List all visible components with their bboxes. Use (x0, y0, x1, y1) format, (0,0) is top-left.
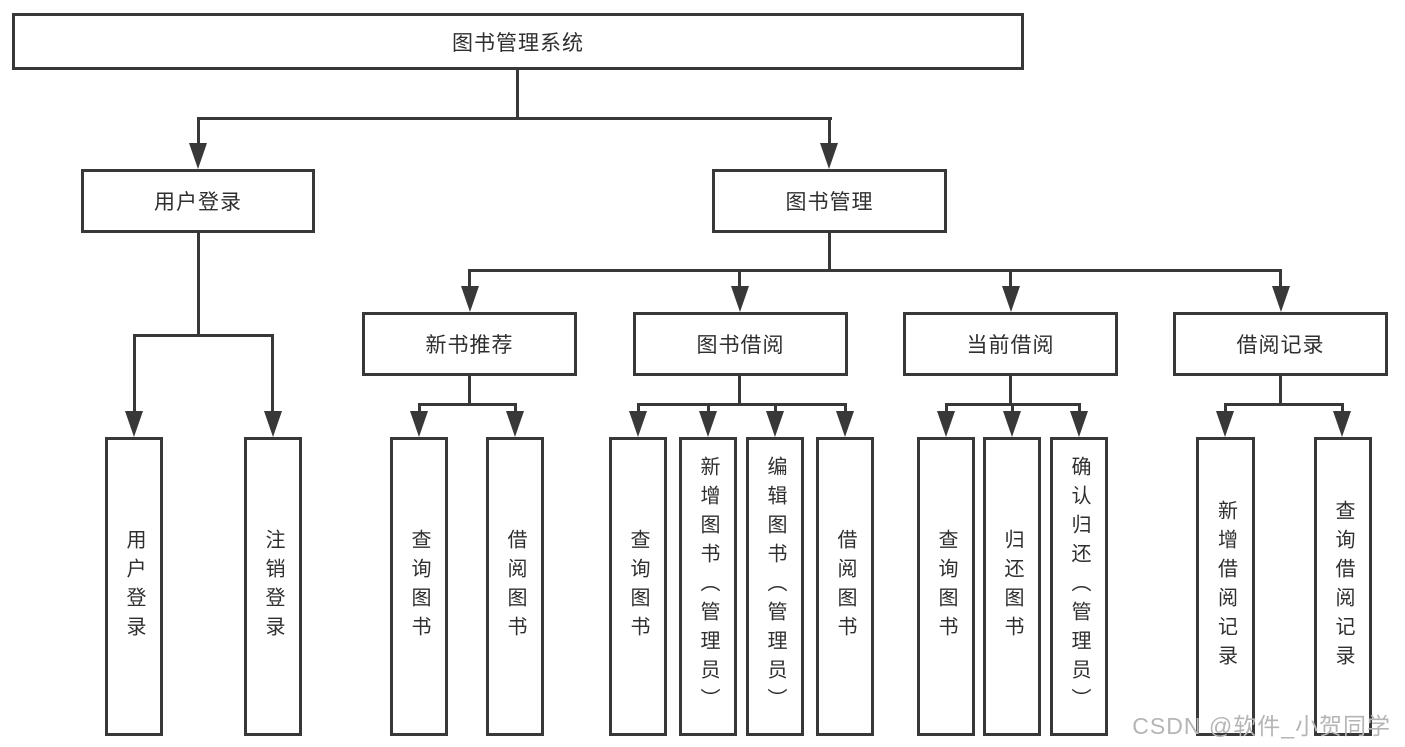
node-book-management: 图书管理 (712, 169, 947, 233)
leaf-add-books-admin: 新增图书（管理员） (679, 437, 737, 736)
leaf-borrow-books-2-label: 借阅图书 (834, 528, 856, 645)
connector-line (1009, 269, 1012, 289)
connector-line (637, 403, 640, 417)
connector-line (516, 70, 519, 120)
leaf-borrow-books-2: 借阅图书 (816, 437, 874, 736)
connector-line (828, 233, 831, 272)
leaf-query-books-1: 查询图书 (390, 437, 448, 736)
leaf-borrow-books-1: 借阅图书 (486, 437, 544, 736)
arrowhead-down-icon (836, 411, 854, 437)
leaf-query-borrow-record-label: 查询借阅记录 (1332, 499, 1354, 674)
node-new-book-recommend-label: 新书推荐 (425, 334, 514, 357)
leaf-query-borrow-record: 查询借阅记录 (1314, 437, 1372, 736)
node-new-book-recommend: 新书推荐 (362, 312, 577, 376)
leaf-user-login-label: 用户登录 (123, 528, 145, 645)
arrowhead-down-icon (937, 411, 955, 437)
arrowhead-down-icon (731, 286, 749, 312)
leaf-add-borrow-record: 新增借阅记录 (1196, 437, 1255, 736)
connector-line (468, 376, 471, 406)
leaf-edit-books-admin: 编辑图书（管理员） (746, 437, 804, 736)
root-node-label: 图书管理系统 (452, 31, 584, 55)
connector-line (774, 403, 777, 417)
leaf-return-books: 归还图书 (983, 437, 1041, 736)
arrowhead-down-icon (264, 411, 282, 437)
node-user-login: 用户登录 (81, 169, 315, 233)
connector-line (707, 403, 710, 417)
leaf-query-books-2-label: 查询图书 (627, 528, 649, 645)
node-borrow-records-label: 借阅记录 (1236, 334, 1325, 357)
leaf-query-books-1-label: 查询图书 (408, 528, 430, 645)
connector-line (1224, 403, 1227, 417)
leaf-query-books-2: 查询图书 (609, 437, 667, 736)
leaf-edit-books-admin-label: 编辑图书（管理员） (764, 456, 786, 717)
csdn-watermark: CSDN @软件_小贺同学 (1132, 713, 1391, 739)
leaf-confirm-return-admin-label: 确认归还（管理员） (1068, 456, 1090, 717)
node-current-borrowing: 当前借阅 (903, 312, 1118, 376)
node-user-login-label: 用户登录 (154, 191, 242, 214)
connector-line (1224, 403, 1344, 406)
connector-line (738, 376, 741, 406)
connector-line (197, 233, 200, 337)
connector-line (828, 117, 831, 147)
leaf-add-books-admin-label: 新增图书（管理员） (697, 456, 719, 717)
connector-line (738, 269, 741, 289)
arrowhead-down-icon (699, 411, 717, 437)
leaf-logout: 注销登录 (244, 437, 302, 736)
arrowhead-down-icon (189, 143, 207, 169)
connector-line (1011, 403, 1014, 417)
arrowhead-down-icon (1070, 411, 1088, 437)
connector-line (1009, 376, 1012, 406)
arrowhead-down-icon (820, 143, 838, 169)
arrowhead-down-icon (506, 411, 524, 437)
arrowhead-down-icon (1216, 411, 1234, 437)
connector-line (844, 403, 847, 417)
node-borrow-records: 借阅记录 (1173, 312, 1388, 376)
connector-line (271, 334, 274, 414)
connector-line (637, 403, 847, 406)
node-book-borrowing: 图书借阅 (633, 312, 848, 376)
arrowhead-down-icon (1272, 286, 1290, 312)
connector-line (133, 334, 136, 414)
leaf-confirm-return-admin: 确认归还（管理员） (1050, 437, 1108, 736)
connector-line (1078, 403, 1081, 417)
leaf-logout-label: 注销登录 (262, 528, 284, 645)
connector-line (418, 403, 517, 406)
leaf-user-login: 用户登录 (105, 437, 163, 736)
connector-line (468, 269, 471, 289)
arrowhead-down-icon (1003, 411, 1021, 437)
connector-line (1341, 403, 1344, 417)
arrowhead-down-icon (461, 286, 479, 312)
root-node: 图书管理系统 (12, 13, 1024, 70)
node-book-management-label: 图书管理 (785, 191, 874, 214)
arrowhead-down-icon (125, 411, 143, 437)
connector-line (468, 269, 1282, 272)
node-current-borrowing-label: 当前借阅 (966, 334, 1055, 357)
connector-line (418, 403, 421, 417)
connector-line (1279, 269, 1282, 289)
arrowhead-down-icon (410, 411, 428, 437)
arrowhead-down-icon (629, 411, 647, 437)
node-book-borrowing-label: 图书借阅 (696, 334, 785, 357)
connector-line (197, 117, 200, 147)
leaf-query-books-3-label: 查询图书 (935, 528, 957, 645)
connector-line (514, 403, 517, 417)
connector-line (197, 117, 832, 120)
connector-line (945, 403, 948, 417)
leaf-borrow-books-1-label: 借阅图书 (504, 528, 526, 645)
leaf-return-books-label: 归还图书 (1001, 528, 1023, 645)
arrowhead-down-icon (1333, 411, 1351, 437)
leaf-query-books-3: 查询图书 (917, 437, 975, 736)
arrowhead-down-icon (1002, 286, 1020, 312)
leaf-add-borrow-record-label: 新增借阅记录 (1214, 499, 1237, 674)
connector-line (133, 334, 274, 337)
arrowhead-down-icon (766, 411, 784, 437)
connector-line (1279, 376, 1282, 406)
